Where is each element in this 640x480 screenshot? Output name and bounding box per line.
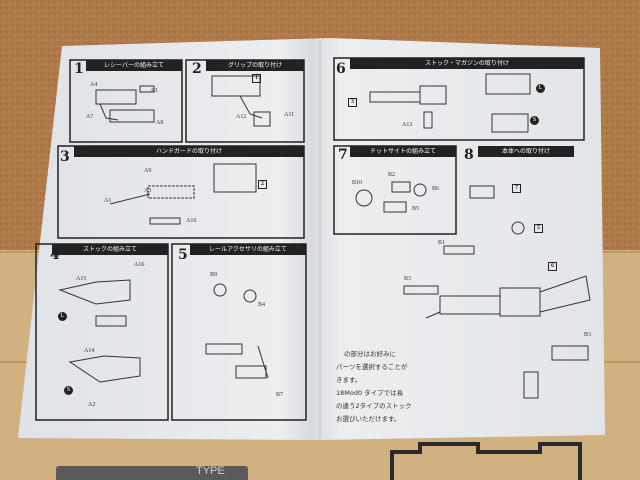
step-4-title: ストックの組み立て [52,244,168,255]
instruction-sheet [18,38,605,440]
note-line: の違う2タイプのストック [336,402,412,410]
step-2-title: グリップの取り付け [206,60,304,71]
part-label: A3 [144,188,152,194]
tag-text: TYPE [196,465,225,477]
callout-badge: 7 [512,184,521,193]
note-line: パーツを選択することが [336,363,408,371]
part-label: A15 [76,276,87,282]
callout-circle: L [536,84,545,93]
step-8-title: 本体への取り付け [478,146,574,157]
step-7-number: 7 [338,147,348,163]
callout-circle: S [530,116,539,125]
note-line: の部分はお好みに [344,350,396,358]
part-label: A11 [284,112,295,118]
callout-circle: S [64,386,73,395]
step-5-title: レールアクセサリの組み立て [190,244,306,255]
callout-circle: L [58,312,67,321]
part-label: B2 [388,172,396,178]
part-label: A3 [150,88,158,94]
note-line: きます。 [336,376,362,384]
part-label: A1 [104,198,112,204]
callout-badge: 3 [348,98,357,107]
part-label: B7 [276,392,284,398]
step-1-number: 1 [74,61,84,77]
part-label: B3 [404,276,412,282]
step-5-number: 5 [178,247,188,263]
part-label: A12 [236,114,247,120]
note-line: 18Mod0 タイプでは長 [336,389,404,397]
part-label: A4 [90,82,98,88]
part-label: B9 [210,272,218,278]
part-label: B5 [412,206,420,212]
part-label: A7 [86,114,94,120]
part-label: A16 [134,262,145,268]
callout-badge: 5 [534,224,543,233]
step-1-title: レシーバーの組み立て [86,60,182,71]
part-label: B4 [258,302,266,308]
part-label: B1 [438,240,446,246]
part-label: A9 [144,168,152,174]
part-label: A14 [84,348,95,354]
step-2-number: 2 [192,61,202,77]
callout-badge: 6 [548,262,557,271]
plastic-tag [56,466,248,480]
step-4-number: 4 [50,247,60,263]
parts-sprue [390,442,582,480]
step-8-number: 8 [464,147,474,163]
step-3-number: 3 [60,149,70,165]
part-label: B10 [352,180,363,186]
part-label: A2 [88,402,96,408]
step-6-number: 6 [336,61,346,77]
part-label: A8 [156,120,164,126]
step-3-title: ハンドガードの取り付け [74,146,304,157]
callout-badge: 1 [252,74,261,83]
part-label: B6 [432,186,440,192]
step-6-title: ストック・マガジンの取り付け [350,58,584,69]
callout-badge: 2 [258,180,267,189]
part-label: A13 [402,122,413,128]
step-7-title: ドットサイトの組み立て [350,146,456,157]
note-line: お選びいただけます。 [336,415,401,423]
part-label: A10 [186,218,197,224]
parts-drawings [58,73,591,399]
part-label: B3 [584,332,592,338]
